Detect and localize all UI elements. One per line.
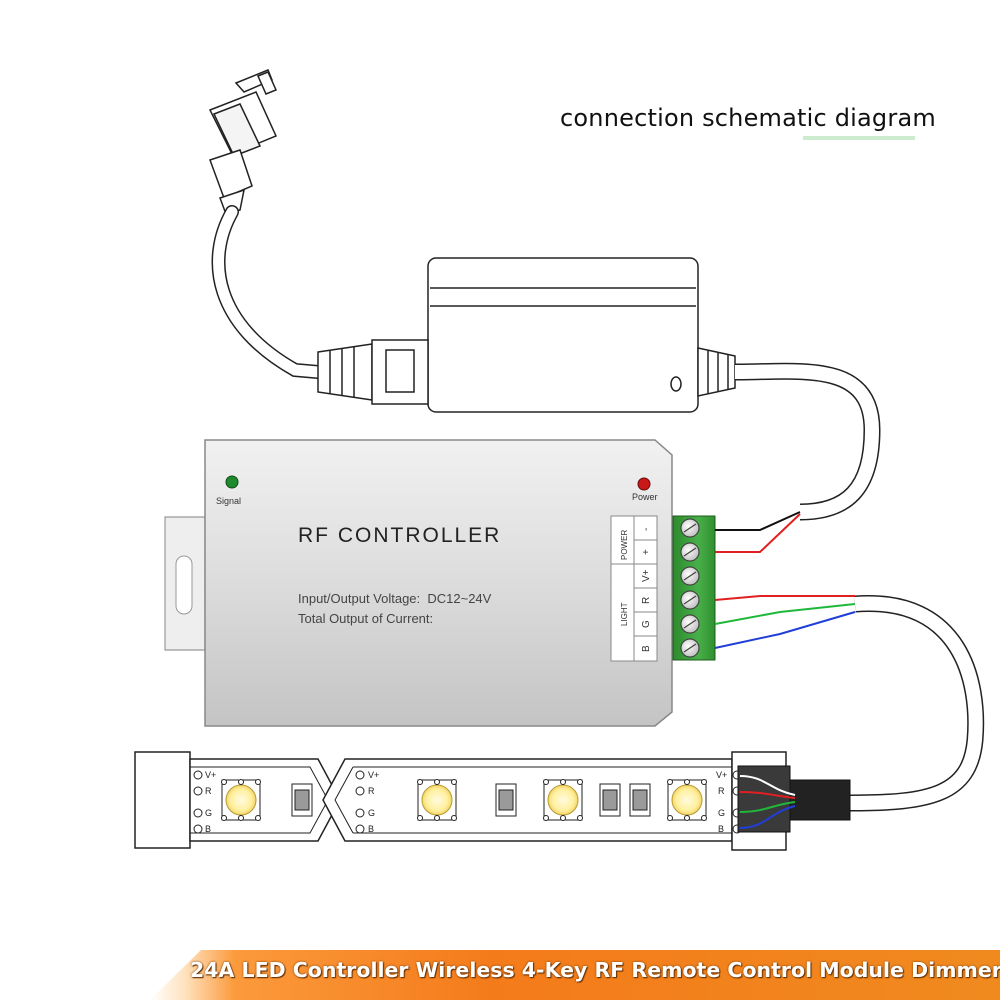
title-highlight [803, 136, 915, 140]
strip-pin-label: R [205, 786, 212, 796]
led-chip [221, 779, 261, 821]
strip-pin-label: R [718, 786, 725, 796]
led-chip [543, 779, 583, 821]
product-banner [150, 950, 1000, 1000]
led-chip [667, 779, 707, 821]
terminal-block [672, 515, 716, 661]
power-adapter [317, 257, 736, 413]
power-label: Power [632, 492, 658, 502]
terminal-group-power: POWER [620, 530, 629, 560]
strip-pin-label: V+ [368, 770, 379, 780]
strip-pin-label: G [368, 808, 375, 818]
signal-led [225, 475, 239, 489]
terminal-pin-label: R [641, 597, 652, 604]
terminal-pin-label: + [641, 549, 652, 555]
voltage-line: Input/Output Voltage: DC12~24V [298, 591, 492, 606]
rf-controller [164, 439, 673, 727]
signal-label: Signal [216, 496, 241, 506]
terminal-pin-label: B [641, 645, 652, 652]
led-strip [134, 751, 787, 851]
strip-connector [737, 765, 851, 833]
diagram-title: connection schematic diagram [560, 104, 936, 132]
current-line: Total Output of Current: [298, 611, 433, 626]
strip-pin-label: R [368, 786, 375, 796]
terminal-pin-label: V+ [641, 569, 652, 582]
terminal-pin-label: - [641, 528, 652, 531]
strip-pin-label: V+ [716, 770, 727, 780]
rgb-wires [714, 595, 856, 649]
power-wires [715, 511, 801, 553]
power-led [637, 477, 651, 491]
strip-pin-label: B [368, 824, 374, 834]
product-banner-text: 24A LED Controller Wireless 4-Key RF Rem… [190, 958, 1000, 982]
strip-pin-label: B [718, 824, 724, 834]
strip-pin-label: G [718, 808, 725, 818]
controller-name: RF CONTROLLER [298, 524, 501, 547]
strip-pin-label: B [205, 824, 211, 834]
power-plug [208, 69, 278, 215]
terminal-pin-label: G [641, 620, 652, 628]
strip-pin-label: V+ [205, 770, 216, 780]
led-chip [417, 779, 457, 821]
resistor [291, 783, 651, 817]
terminal-group-light: LIGHT [620, 602, 629, 626]
strip-pin-label: G [205, 808, 212, 818]
